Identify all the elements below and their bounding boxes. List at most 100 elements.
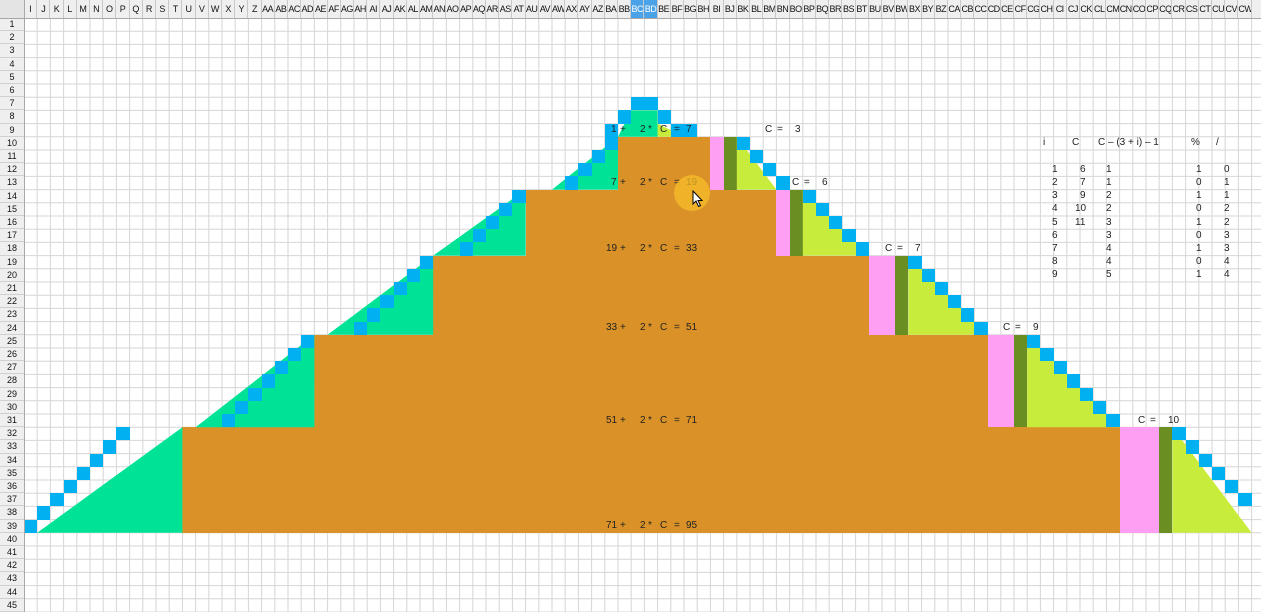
row-header[interactable]: 16 (0, 216, 24, 230)
select-all-corner[interactable] (0, 0, 25, 19)
column-header[interactable]: I (24, 0, 38, 18)
column-header[interactable]: BH (697, 0, 711, 18)
column-header[interactable]: AJ (380, 0, 394, 18)
column-header[interactable]: AS (499, 0, 513, 18)
column-header[interactable]: X (222, 0, 236, 18)
column-header[interactable]: AA (262, 0, 275, 18)
column-header[interactable]: CP (1146, 0, 1160, 18)
column-header[interactable]: CM (1106, 0, 1120, 18)
column-header[interactable]: BZ (935, 0, 948, 18)
row-header[interactable]: 2 (0, 31, 24, 45)
column-header[interactable]: BE (658, 0, 671, 18)
column-header[interactable]: AT (512, 0, 526, 18)
row-header[interactable]: 27 (0, 361, 24, 375)
row-header[interactable]: 12 (0, 163, 24, 177)
column-header[interactable]: CQ (1159, 0, 1173, 18)
column-header[interactable]: U (182, 0, 196, 18)
column-header[interactable]: M (77, 0, 90, 18)
column-header[interactable]: CL (1093, 0, 1107, 18)
column-header[interactable]: CH (1040, 0, 1054, 18)
column-header[interactable]: BB (618, 0, 632, 18)
column-header[interactable]: L (64, 0, 77, 18)
column-header[interactable]: BA (605, 0, 618, 18)
column-header[interactable]: CC (974, 0, 988, 18)
row-header[interactable]: 7 (0, 97, 24, 111)
column-header[interactable]: P (116, 0, 130, 18)
row-header[interactable]: 1 (0, 18, 24, 32)
row-header[interactable]: 8 (0, 110, 24, 124)
row-header[interactable]: 25 (0, 335, 24, 348)
column-header[interactable]: CJ (1067, 0, 1080, 18)
column-header[interactable]: CG (1027, 0, 1041, 18)
row-header[interactable]: 10 (0, 137, 24, 150)
column-header[interactable]: AE (314, 0, 328, 18)
column-header[interactable]: CI (1054, 0, 1067, 18)
column-header[interactable]: Y (235, 0, 249, 18)
column-header[interactable]: J (37, 0, 51, 18)
column-header[interactable]: AL (407, 0, 420, 18)
row-header[interactable]: 41 (0, 546, 24, 560)
column-header[interactable]: AN (433, 0, 447, 18)
row-header[interactable]: 23 (0, 308, 24, 322)
column-header[interactable]: AM (420, 0, 434, 18)
column-header[interactable]: AH (354, 0, 368, 18)
row-header[interactable]: 18 (0, 242, 24, 256)
column-header[interactable]: AB (275, 0, 288, 18)
row-header[interactable]: 4 (0, 58, 24, 71)
column-header[interactable]: BY (922, 0, 935, 18)
row-header[interactable]: 37 (0, 493, 24, 507)
column-header[interactable]: BD (644, 0, 658, 18)
row-header[interactable]: 17 (0, 229, 24, 243)
row-header[interactable]: 39 (0, 520, 24, 533)
column-header[interactable]: CR (1172, 0, 1186, 18)
column-header[interactable]: CO (1133, 0, 1146, 18)
row-header[interactable]: 11 (0, 150, 24, 164)
column-header[interactable]: BM (763, 0, 777, 18)
column-header[interactable]: BI (710, 0, 724, 18)
row-header[interactable]: 19 (0, 256, 24, 269)
row-header[interactable]: 24 (0, 322, 24, 335)
row-header[interactable]: 31 (0, 414, 24, 428)
column-header[interactable]: BF (671, 0, 684, 18)
column-header[interactable]: K (50, 0, 64, 18)
column-header[interactable]: CU (1212, 0, 1226, 18)
column-header[interactable]: Q (130, 0, 143, 18)
row-header[interactable]: 33 (0, 440, 24, 454)
column-header[interactable]: BJ (724, 0, 737, 18)
column-header[interactable]: AV (539, 0, 552, 18)
column-header[interactable]: AO (446, 0, 460, 18)
column-header[interactable]: AF (328, 0, 341, 18)
column-header[interactable]: AK (394, 0, 407, 18)
row-header[interactable]: 32 (0, 427, 24, 441)
column-header[interactable]: BW (895, 0, 909, 18)
column-header[interactable]: BP (803, 0, 816, 18)
column-header[interactable]: AC (288, 0, 302, 18)
column-header[interactable]: BO (790, 0, 803, 18)
row-header[interactable]: 26 (0, 348, 24, 362)
column-header[interactable]: CA (948, 0, 962, 18)
column-header[interactable]: S (156, 0, 170, 18)
column-header[interactable]: AD (301, 0, 315, 18)
row-header[interactable]: 20 (0, 269, 24, 282)
column-header[interactable]: R (143, 0, 156, 18)
column-header[interactable]: CS (1186, 0, 1199, 18)
row-header[interactable]: 29 (0, 388, 24, 401)
row-header[interactable]: 30 (0, 401, 24, 414)
row-header[interactable]: 28 (0, 374, 24, 388)
column-header[interactable]: BS (842, 0, 856, 18)
column-header[interactable]: AX (565, 0, 579, 18)
column-header[interactable]: CF (1014, 0, 1028, 18)
row-header[interactable]: 43 (0, 572, 24, 586)
column-header[interactable]: AI (367, 0, 381, 18)
column-header[interactable]: CT (1199, 0, 1212, 18)
column-header[interactable]: AU (526, 0, 539, 18)
column-header[interactable]: BT (856, 0, 869, 18)
row-header[interactable]: 35 (0, 467, 24, 480)
column-header[interactable]: CD (988, 0, 1001, 18)
row-header[interactable]: 5 (0, 71, 24, 84)
row-header[interactable]: 3 (0, 44, 24, 58)
row-header[interactable]: 6 (0, 84, 24, 98)
column-header[interactable]: BK (737, 0, 750, 18)
